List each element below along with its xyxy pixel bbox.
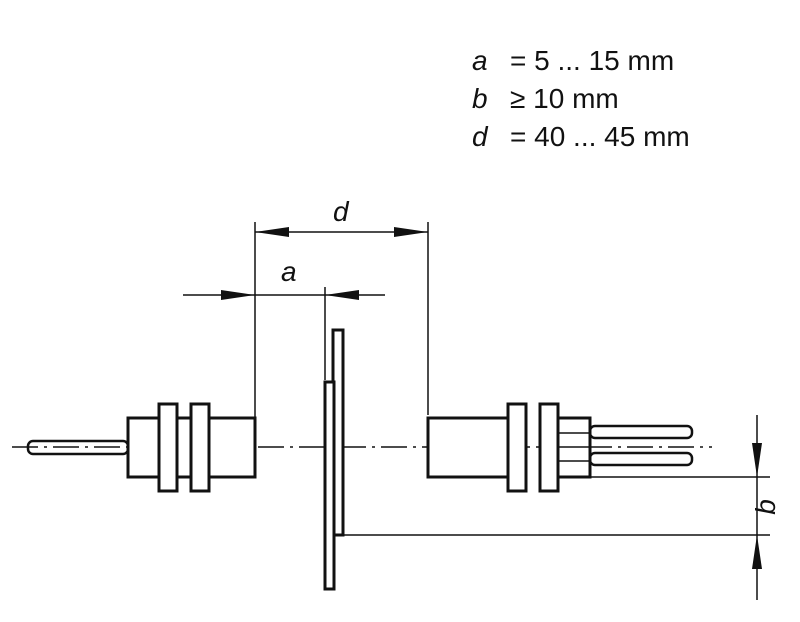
left-sensor-nut-1 — [157, 402, 179, 493]
right-sensor-nut-2 — [538, 402, 560, 493]
arrowhead-b-bottom — [752, 535, 762, 569]
arrowhead-a-right — [325, 290, 359, 300]
label-a: a — [281, 256, 297, 287]
left-sensor — [26, 402, 257, 493]
spec-b-symbol: b — [472, 83, 488, 114]
left-sensor-nut-2 — [189, 402, 211, 493]
spec-list: a = 5 ... 15 mm b ≥ 10 mm d = 40 ... 45 … — [472, 45, 690, 152]
spec-a-value: = 5 ... 15 mm — [510, 45, 674, 76]
right-sensor-nut-1 — [506, 402, 528, 493]
target-plate — [323, 328, 345, 591]
target-plate-back — [323, 380, 336, 591]
dimension-b: b — [343, 415, 781, 600]
right-sensor — [426, 402, 694, 493]
label-b: b — [750, 499, 781, 515]
spec-b: b ≥ 10 mm — [472, 83, 619, 114]
spec-a-symbol: a — [472, 45, 488, 76]
spec-d-symbol: d — [472, 121, 489, 152]
right-sensor-cable-1 — [588, 424, 694, 440]
right-sensor-body — [426, 416, 510, 479]
spec-b-value: ≥ 10 mm — [510, 83, 619, 114]
label-d: d — [333, 196, 350, 227]
arrowhead-d-left — [255, 227, 289, 237]
spec-a: a = 5 ... 15 mm — [472, 45, 674, 76]
arrowhead-a-left — [221, 290, 255, 300]
dimension-a: a — [183, 256, 385, 380]
spec-d: d = 40 ... 45 mm — [472, 121, 690, 152]
right-sensor-cable-2 — [588, 451, 694, 467]
spec-d-value: = 40 ... 45 mm — [510, 121, 690, 152]
arrowhead-b-top — [752, 443, 762, 477]
dimension-d: d — [254, 196, 429, 417]
arrowhead-d-right — [394, 227, 428, 237]
